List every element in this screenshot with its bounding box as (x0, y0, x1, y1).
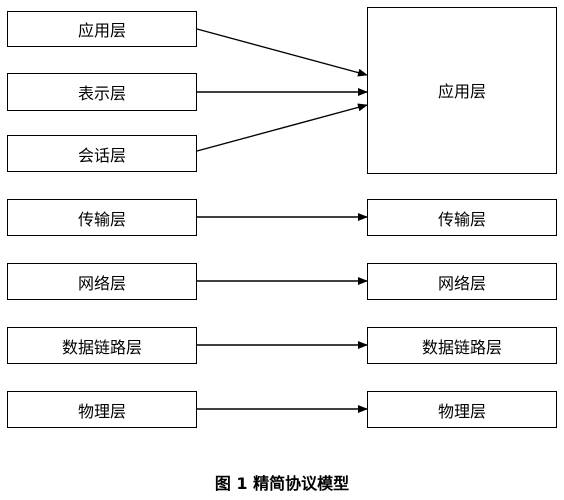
left-network-box: 网络层 (7, 263, 197, 300)
left-session-box: 会话层 (7, 135, 197, 172)
right-application-box: 应用层 (367, 7, 557, 174)
right-transport-box: 传输层 (367, 199, 557, 236)
right-network-box: 网络层 (367, 263, 557, 300)
right-physical-label: 物理层 (437, 401, 486, 421)
right-network-label: 网络层 (437, 273, 486, 293)
right-transport-label: 传输层 (437, 209, 486, 229)
arrow-session (196, 103, 368, 152)
right-physical-box: 物理层 (367, 391, 557, 428)
left-transport-box: 传输层 (7, 199, 197, 236)
left-session-label: 会话层 (77, 145, 126, 165)
left-application-box: 应用层 (7, 11, 197, 47)
right-datalink-label: 数据链路层 (421, 337, 502, 357)
left-presentation-label: 表示层 (77, 84, 126, 103)
right-application-label: 应用层 (437, 82, 486, 101)
left-network-label: 网络层 (77, 273, 126, 293)
left-physical-box: 物理层 (7, 391, 197, 428)
left-application-label: 应用层 (77, 21, 126, 40)
left-physical-label: 物理层 (77, 401, 126, 421)
left-datalink-label: 数据链路层 (61, 337, 142, 357)
left-transport-label: 传输层 (77, 209, 126, 229)
right-datalink-box: 数据链路层 (367, 327, 557, 364)
arrow-application (196, 28, 368, 77)
left-datalink-box: 数据链路层 (7, 327, 197, 364)
left-presentation-box: 表示层 (7, 73, 197, 111)
figure-caption: 图 1 精简协议模型 (214, 474, 350, 493)
